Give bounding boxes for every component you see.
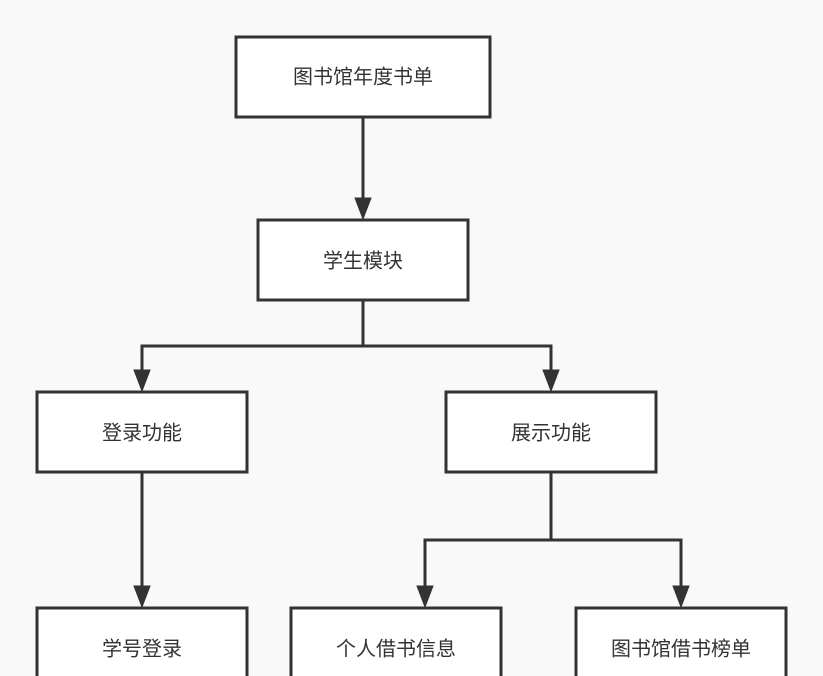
node-root-label: 图书馆年度书单 [293, 65, 433, 89]
node-student-id-login-box [35, 606, 249, 676]
node-display-label: 展示功能 [511, 421, 591, 445]
edge-student-module-to-login [140, 300, 365, 374]
node-student-id-login-label: 学号登录 [102, 637, 182, 661]
node-login: 登录功能 [35, 390, 249, 474]
node-student-module-box [256, 218, 470, 302]
arrowhead-login [133, 369, 151, 393]
node-student-id-login: 学号登录 [35, 606, 249, 676]
arrowhead-display [542, 369, 560, 393]
node-borrow-ranking-box [574, 606, 788, 676]
node-borrow-ranking-label: 图书馆借书榜单 [611, 637, 751, 661]
node-login-box [35, 390, 249, 474]
node-login-label: 登录功能 [102, 421, 182, 445]
edge-display-to-borrow-ranking [551, 538, 683, 590]
node-borrow-ranking: 图书馆借书榜单 [574, 606, 788, 676]
node-student-module: 学生模块 [256, 218, 470, 302]
node-display-box [444, 390, 658, 474]
node-personal-borrow-label: 个人借书信息 [336, 637, 456, 661]
node-student-module-label: 学生模块 [323, 249, 403, 273]
arrowhead-student-module [354, 197, 372, 221]
node-personal-borrow-box [289, 606, 503, 676]
node-root: 图书馆年度书单 [234, 35, 492, 119]
node-root-box [234, 35, 492, 119]
edge-display-to-personal-borrow [423, 472, 553, 590]
node-display: 展示功能 [444, 390, 658, 474]
arrowhead-student-id-login [133, 585, 151, 609]
connectors [133, 117, 690, 609]
arrowhead-borrow-ranking [672, 585, 690, 609]
node-personal-borrow: 个人借书信息 [289, 606, 503, 676]
arrowhead-personal-borrow [416, 585, 434, 609]
edge-student-module-to-display [363, 344, 553, 374]
